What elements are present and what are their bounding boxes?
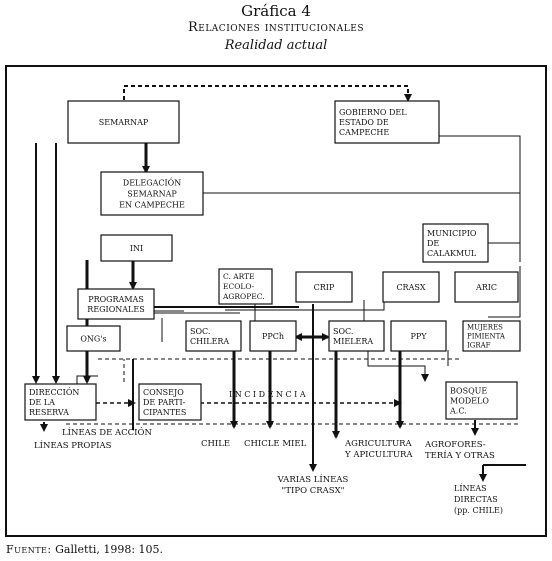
incidencia-label: I N C I D E N C I A	[229, 390, 306, 399]
crasx-label: CRASX	[396, 283, 425, 292]
crip-box: CRIP	[295, 271, 353, 303]
connector-17	[488, 266, 521, 318]
ppch-box: PPCh	[249, 320, 297, 352]
socmielera-label: SOC.MIELERA	[333, 327, 373, 346]
chile-miel-label: CHICLE MIEL	[244, 439, 307, 449]
connector-15	[225, 300, 385, 311]
source-label: Fuente:	[6, 543, 52, 556]
delegacion-box-frame	[100, 171, 204, 216]
lineas-accion-label: LÍNEAS DE ACCIÓN	[62, 426, 153, 438]
ppy-box: PPY	[390, 320, 447, 352]
agroforesteria-label: AGROFORES-TERÍA Y OTRAS	[424, 440, 495, 461]
semarnap-box-frame	[67, 100, 180, 144]
semarnap-label: SEMARNAP	[99, 118, 149, 127]
carte-box-frame	[218, 268, 273, 305]
source-note: Fuente: Galletti, 1998: 105.	[6, 543, 163, 556]
connector-lines	[32, 85, 526, 482]
crasx-box-frame	[382, 271, 440, 303]
chile-label: CHILE	[201, 439, 230, 449]
socchilera-label: SOC.CHILERA	[190, 327, 229, 346]
ppch-box-frame	[249, 320, 297, 352]
ini-label: INI	[130, 244, 143, 253]
connector-1	[123, 85, 412, 102]
connector-25	[367, 350, 429, 382]
aric-box-frame	[454, 271, 519, 303]
figure-title: Relaciones institucionales	[187, 20, 365, 35]
lineas-propias-label: LÍNEAS PROPIAS	[34, 439, 112, 451]
consejo-box-frame	[138, 383, 202, 421]
crip-box-frame	[295, 271, 353, 303]
ongs-box: ONG's	[66, 325, 121, 352]
socmielera-box: SOC.MIELERA	[328, 320, 385, 352]
ongs-box-frame	[66, 325, 121, 352]
crasx-box: CRASX	[382, 271, 440, 303]
municipio-box-frame	[422, 223, 489, 263]
ppch-label: PPCh	[262, 332, 284, 341]
ini-box: INI	[100, 234, 173, 262]
source-text: Galletti, 1998: 105.	[55, 543, 164, 556]
mujeres-box-frame	[462, 320, 521, 352]
ppy-box-frame	[390, 320, 447, 352]
ini-box-frame	[100, 234, 173, 262]
socchilera-box: SOC.CHILERA	[185, 320, 242, 352]
bosque-box-frame	[445, 381, 518, 420]
ppy-label: PPY	[410, 332, 427, 341]
gobierno-box-frame	[334, 100, 440, 144]
ongs-label: ONG's	[80, 334, 106, 343]
crip-label: CRIP	[314, 283, 335, 292]
connector-20	[76, 375, 98, 384]
diagram-frame	[5, 65, 547, 537]
varias-label: VARIAS LÍNEAS"TIPO CRASX"	[277, 473, 349, 496]
figure-subtitle: Realidad actual	[224, 38, 328, 53]
socmielera-box-frame	[328, 320, 385, 352]
figure-number: Gráfica 4	[241, 2, 311, 20]
direccion-box-frame	[24, 383, 97, 421]
programas-box-frame	[77, 288, 155, 320]
aric-label: ARIC	[475, 283, 497, 292]
aric-box: ARIC	[454, 271, 519, 303]
semarnap-box: SEMARNAP	[67, 100, 180, 144]
socchilera-box-frame	[185, 320, 242, 352]
